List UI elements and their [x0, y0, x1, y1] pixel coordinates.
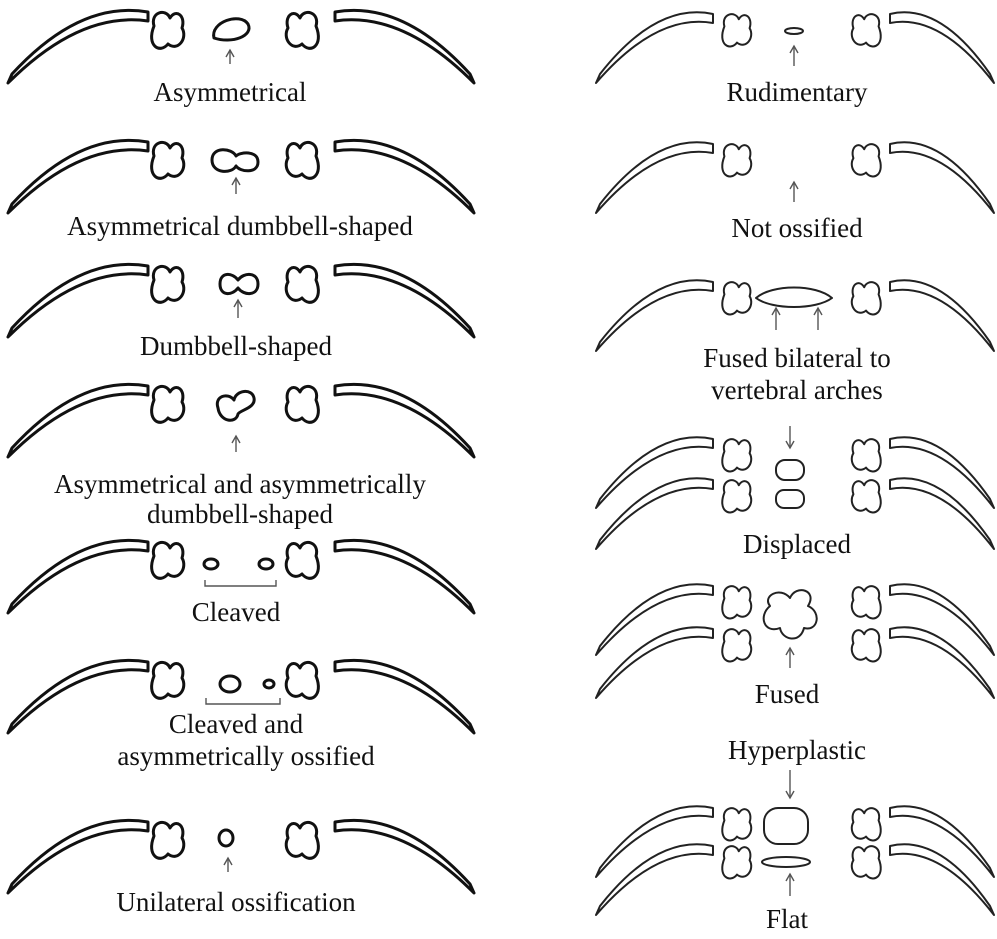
bracket-cleaved-asym: [206, 698, 280, 704]
label-flat: Flat: [766, 903, 808, 935]
row-cleaved-left-cartilage: [152, 542, 184, 578]
row-fused-bilateral-right-rib: [890, 280, 994, 351]
label-asym-and-dumbbell-line1: Asymmetrical and asymmetrically: [54, 468, 426, 500]
sternebra-hyperplastic: [764, 808, 808, 844]
row-flat-right-cartilage: [852, 846, 881, 878]
row-rudimentary-left-rib: [596, 12, 713, 83]
label-unilateral: Unilateral ossification: [116, 886, 355, 918]
label-rudimentary: Rudimentary: [727, 76, 868, 108]
row-rudimentary-right-cartilage: [852, 14, 881, 46]
row-dumbbell-left-rib: [8, 264, 148, 337]
row-cleaved-left-rib: [8, 540, 148, 613]
row-fused-top-right-cartilage: [852, 586, 881, 618]
row-asymmetrical-right-rib: [335, 10, 474, 83]
row-fused-top-right-rib: [890, 584, 994, 655]
row-rudimentary-left-cartilage: [722, 14, 751, 46]
row-displaced-top-right-cartilage: [852, 439, 881, 471]
label-asymmetrical-dumbbell: Asymmetrical dumbbell-shaped: [67, 210, 413, 242]
sternebra-cleaved-asym-right: [264, 680, 274, 688]
row-cleaved-asym-left-rib: [8, 660, 148, 733]
row-asymmetrical-left-cartilage: [152, 12, 184, 48]
row-asym-and-dumbbell-left-rib: [8, 384, 148, 457]
label-not-ossified: Not ossified: [731, 212, 862, 244]
row-asym-and-dumbbell-right-rib: [335, 384, 474, 457]
row-dumbbell-right-rib: [335, 264, 474, 337]
row-fused-bilateral-right-cartilage: [852, 282, 881, 314]
label-fused-bilateral-line2: vertebral arches: [711, 374, 883, 406]
label-fused-bilateral-line1: Fused bilateral to: [703, 342, 890, 374]
sternebra-dumbbell: [220, 274, 258, 293]
row-not-ossified-right-cartilage: [852, 144, 881, 176]
row-dumbbell-right-cartilage: [286, 266, 318, 302]
row-asym-dumbbell-right-cartilage: [286, 142, 318, 178]
row-fused-bilateral-left-cartilage: [722, 282, 751, 314]
row-cleaved-asym-right-rib: [335, 660, 474, 733]
sternebra-cleaved-asym-left: [220, 676, 240, 692]
sternebra-cleaved-left: [204, 559, 218, 569]
row-asymmetrical-left-rib: [8, 10, 148, 83]
row-asymmetrical-right-cartilage: [286, 12, 318, 48]
row-fused-top-left-cartilage: [722, 586, 751, 618]
row-unilateral-right-cartilage: [286, 822, 318, 858]
row-asym-and-dumbbell-left-cartilage: [152, 386, 184, 422]
sternebra-fused-bilateral: [756, 288, 832, 308]
row-unilateral-right-rib: [335, 820, 474, 893]
sternebra-asym-dumbbell: [212, 150, 258, 172]
row-fused-bottom-left-rib: [596, 627, 713, 698]
sternebra-unilateral: [219, 830, 233, 846]
label-asym-and-dumbbell-line2: dumbbell-shaped: [147, 498, 333, 530]
bracket-cleaved: [205, 580, 276, 586]
row-asym-dumbbell-left-rib: [8, 140, 148, 213]
row-asym-dumbbell-right-rib: [335, 140, 474, 213]
row-cleaved-right-cartilage: [286, 542, 318, 578]
sternebra-asym-and-dumbbell: [217, 391, 254, 420]
row-displaced-bottom-right-cartilage: [852, 480, 881, 512]
row-dumbbell-left-cartilage: [152, 266, 184, 302]
row-cleaved-right-rib: [335, 540, 474, 613]
row-fused-bottom-right-rib: [890, 627, 994, 698]
row-hyperplastic-right-cartilage: [852, 808, 881, 840]
label-cleaved-asym-line2: asymmetrically ossified: [117, 740, 374, 772]
row-displaced-top-left-rib: [596, 437, 713, 508]
row-fused-bottom-left-cartilage: [722, 629, 751, 661]
sternebra-asymmetrical: [214, 19, 249, 40]
row-cleaved-asym-right-cartilage: [286, 662, 318, 698]
row-fused-bottom-right-cartilage: [852, 629, 881, 661]
row-flat-right-rib: [890, 844, 994, 915]
sternebra-flat: [762, 857, 810, 867]
row-unilateral-left-cartilage: [152, 822, 184, 858]
label-cleaved: Cleaved: [192, 596, 280, 628]
row-displaced-top-left-cartilage: [722, 439, 751, 471]
sternebra-fused: [764, 590, 817, 638]
row-cleaved-asym-left-cartilage: [152, 662, 184, 698]
row-asym-dumbbell-left-cartilage: [152, 142, 184, 178]
row-displaced-top-right-rib: [890, 437, 994, 508]
row-fused-bilateral-left-rib: [596, 280, 713, 351]
row-fused-top-left-rib: [596, 584, 713, 655]
row-asym-and-dumbbell-right-cartilage: [286, 386, 318, 422]
label-displaced: Displaced: [743, 528, 851, 560]
row-displaced-bottom-left-cartilage: [722, 480, 751, 512]
row-not-ossified-left-rib: [596, 142, 713, 213]
sternebra-displaced-bottom: [776, 490, 804, 508]
row-hyperplastic-left-cartilage: [722, 808, 751, 840]
label-dumbbell: Dumbbell-shaped: [140, 330, 332, 362]
sternebra-displaced-top: [776, 460, 804, 480]
label-fused: Fused: [755, 678, 820, 710]
row-unilateral-left-rib: [8, 820, 148, 893]
label-hyperplastic: Hyperplastic: [728, 734, 866, 766]
row-not-ossified-left-cartilage: [722, 144, 751, 176]
label-asymmetrical: Asymmetrical: [154, 76, 307, 108]
sternebra-cleaved-right: [259, 559, 273, 569]
label-cleaved-asym-line1: Cleaved and: [169, 708, 303, 740]
row-not-ossified-right-rib: [890, 142, 994, 213]
row-rudimentary-right-rib: [890, 12, 994, 83]
row-flat-left-cartilage: [722, 846, 751, 878]
sternebra-rudimentary: [785, 28, 803, 34]
row-flat-left-rib: [596, 844, 713, 915]
